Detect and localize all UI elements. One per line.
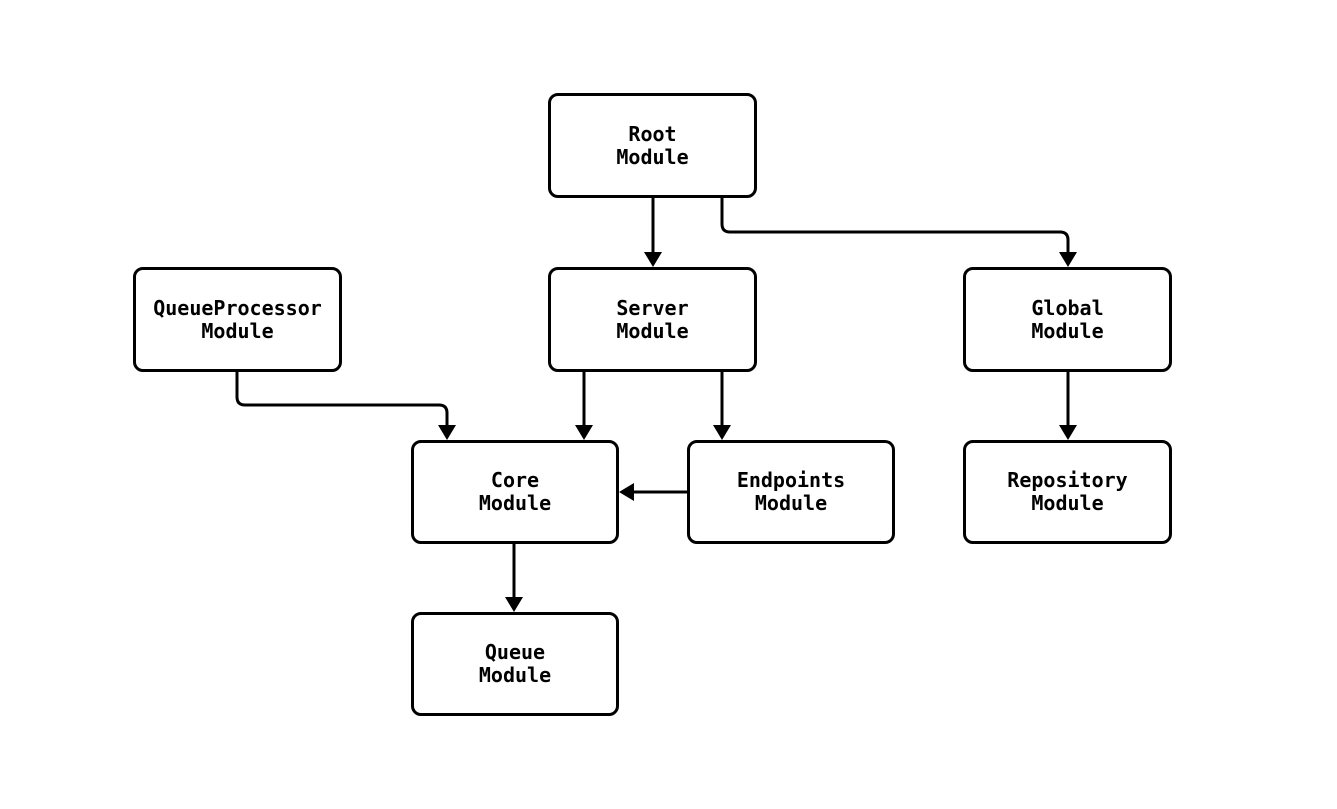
node-label-repository: Repository Module [1007,468,1128,515]
node-label-global: Global Module [1031,295,1104,343]
arrowhead-server-core [575,425,593,440]
arrowhead-core-queue [505,597,523,612]
node-label-server: Server Module [616,295,689,343]
arrowhead-endpoints-core [619,483,634,501]
node-queueprocessor: QueueProcessor Module [133,267,342,372]
arrowhead-root-global [1059,252,1077,267]
node-global: Global Module [963,267,1172,372]
node-root: Root Module [548,93,757,198]
arrowhead-server-endpoints [713,425,731,440]
node-label-queue: Queue Module [478,640,552,687]
arrowhead-queueprocessor-core [438,425,456,440]
arrowhead-root-server [644,252,662,267]
node-label-endpoints: Endpoints Module [736,468,846,515]
node-label-core: Core Module [478,468,552,515]
arrowhead-global-repository [1059,425,1077,440]
node-server: Server Module [548,267,757,372]
node-label-root: Root Module [616,121,689,169]
edge-root-global [720,198,1070,252]
node-core: Core Module [411,440,619,544]
node-queue: Queue Module [411,612,619,716]
node-repository: Repository Module [963,440,1172,544]
edge-queueprocessor-core [235,372,449,425]
node-endpoints: Endpoints Module [687,440,895,544]
node-label-queueprocessor: QueueProcessor Module [153,295,322,343]
